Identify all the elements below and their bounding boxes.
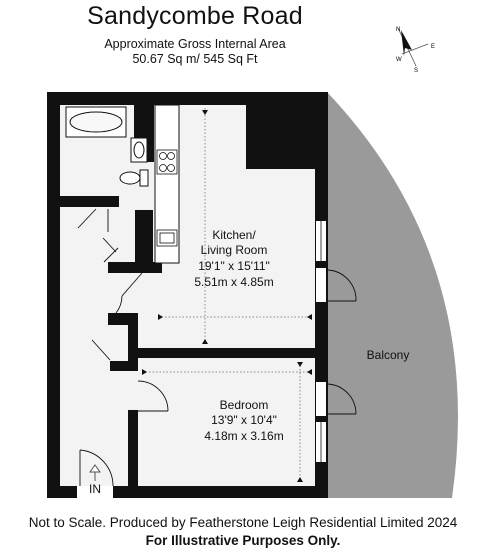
living-balcony-door	[316, 268, 326, 302]
compass-west: W	[396, 57, 402, 63]
bedroom-name: Bedroom	[220, 398, 269, 412]
sink-icon	[156, 229, 178, 247]
compass-south: S	[414, 68, 418, 74]
area-value: 50.67 Sq m/ 545 Sq Ft	[132, 52, 258, 66]
entrance-opening	[77, 486, 113, 498]
interior-walls	[59, 104, 315, 486]
kitchen-living-metric: 5.51m x 4.85m	[194, 275, 273, 289]
basin-icon	[130, 137, 148, 163]
dimension-arrows	[142, 110, 312, 482]
entrance-door-icon	[79, 449, 114, 487]
bathtub-icon	[65, 106, 127, 138]
bedroom-balcony-door-icon	[327, 383, 357, 415]
entrance-arrow-icon	[89, 464, 101, 481]
dimension-lines	[142, 108, 312, 482]
balcony-area	[327, 92, 458, 498]
balcony-name: Balcony	[367, 348, 410, 362]
compass-east: E	[431, 44, 435, 50]
cupboard-doors-icon	[77, 208, 119, 263]
bedroom-imperial: 13'9" x 10'4"	[211, 413, 277, 427]
compass-icon: N E S W	[396, 27, 435, 74]
bedroom-door-icon	[137, 380, 169, 412]
kitchen-living-imperial: 19'1" x 15'11"	[198, 259, 270, 273]
compass-north: N	[396, 27, 400, 33]
living-room-door-icon	[115, 272, 143, 314]
plan-title: Sandycombe Road	[87, 2, 303, 30]
kitchen-living-name-line1: Kitchen/	[212, 228, 256, 242]
hob-icon	[156, 149, 178, 175]
kitchen-living-name-line2: Living Room	[201, 243, 268, 257]
storage-door-icon	[91, 339, 111, 361]
illustrative-notice: For Illustrative Purposes Only.	[145, 533, 341, 548]
disclaimer-text: Not to Scale. Produced by Featherstone L…	[28, 515, 458, 530]
kitchen-counter	[154, 104, 180, 264]
entrance-label: IN	[89, 482, 101, 496]
living-balcony-door-icon	[327, 269, 357, 302]
toilet-icon	[119, 169, 149, 187]
bedroom-metric: 4.18m x 3.16m	[204, 429, 283, 443]
bedroom-balcony-door	[316, 382, 326, 416]
doors	[77, 208, 357, 487]
area-label: Approximate Gross Internal Area	[104, 37, 286, 51]
